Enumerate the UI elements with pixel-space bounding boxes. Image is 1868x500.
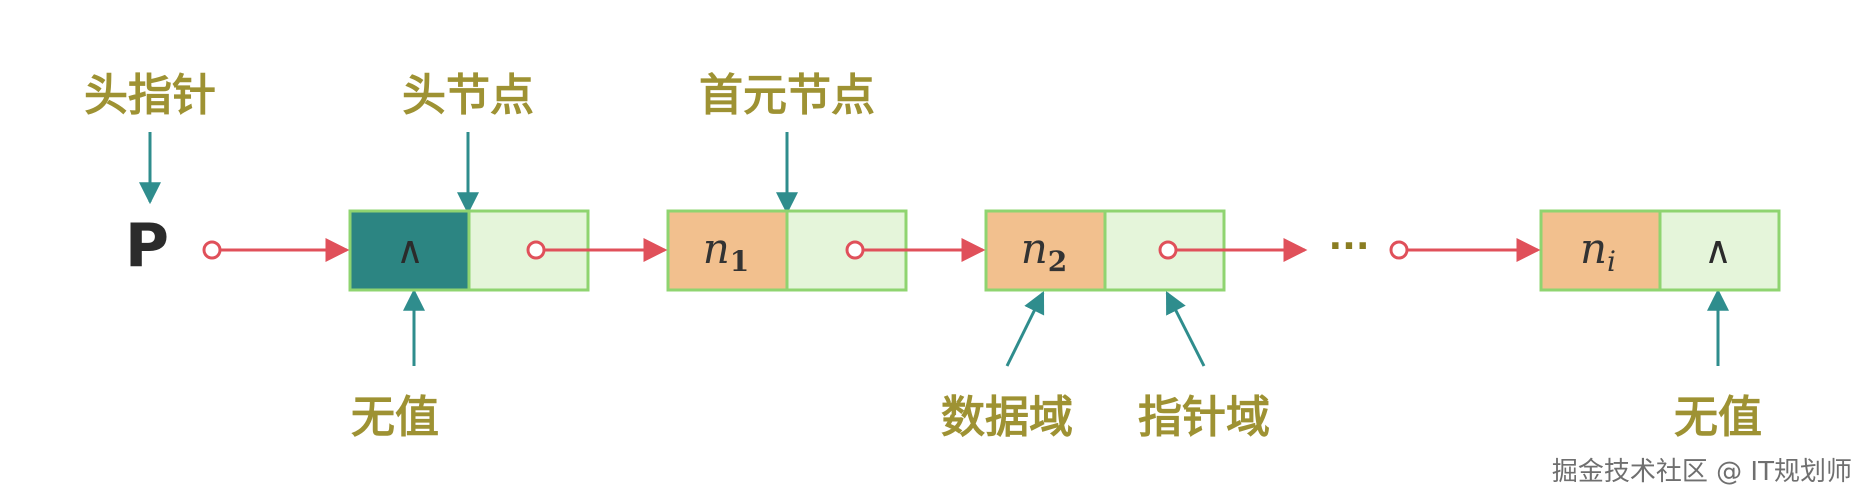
node-2-value: n2 — [1021, 224, 1068, 278]
node-i-null-symbol: ∧ — [1704, 228, 1732, 272]
link-n1-origin-dot — [845, 240, 865, 260]
label-no-value-tail: 无值 — [1674, 392, 1762, 443]
watermark: 掘金技术社区 @ IT规划师 — [1552, 457, 1852, 487]
node-1-subscript: 1 — [730, 245, 749, 278]
node-2-subscript: 2 — [1048, 245, 1067, 278]
node-i-pointer-cell — [1658, 209, 1781, 292]
arrow-pointer-field — [1165, 291, 1206, 367]
node-2-base: n — [1021, 224, 1048, 273]
head-pointer-symbol: P — [125, 211, 169, 281]
label-first-node: 首元节点 — [699, 70, 875, 121]
node-i-subscript: i — [1607, 245, 1616, 278]
label-head-node: 头节点 — [402, 70, 534, 121]
label-head-pointer: 头指针 — [84, 70, 216, 121]
label-pointer-field: 指针域 — [1138, 392, 1270, 443]
link-head-origin-dot — [526, 240, 546, 260]
link-n2-origin-dot — [1158, 240, 1178, 260]
label-no-value-head: 无值 — [351, 392, 439, 443]
arrow-data-field — [1005, 291, 1045, 367]
node-head: ∧ — [348, 209, 590, 292]
node-head-null-symbol: ∧ — [396, 228, 424, 272]
node-i: ni ∧ — [1539, 209, 1781, 292]
ellipsis: ··· — [1328, 226, 1369, 267]
node-i-base: n — [1580, 224, 1607, 273]
label-data-field: 数据域 — [941, 392, 1073, 443]
link-p-origin-dot — [202, 240, 222, 260]
node-1-base: n — [703, 224, 730, 273]
node-1-value: n1 — [703, 224, 750, 278]
node-i-value: ni — [1580, 224, 1616, 278]
link-ellipsis-origin-dot — [1389, 240, 1409, 260]
